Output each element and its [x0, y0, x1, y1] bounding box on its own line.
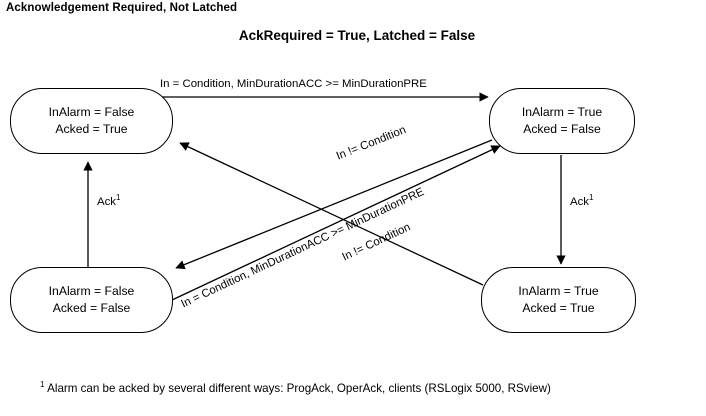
transition-label-left-ack: Ack1: [97, 193, 120, 208]
state-line-2: Acked = True: [522, 301, 595, 315]
footnote-marker: 1: [40, 380, 45, 389]
transition-label-right-ack: Ack1: [570, 193, 593, 208]
ack-text: Ack: [570, 195, 589, 208]
state-line-1: InAlarm = True: [518, 283, 599, 298]
state-line-2: Acked = False: [52, 301, 131, 315]
state-line-1: InAlarm = True: [521, 104, 603, 119]
node-label-group: InAlarm = True Acked = False: [489, 88, 635, 154]
node-body: [481, 267, 636, 333]
diagram-title: AckRequired = True, Latched = False: [0, 28, 706, 43]
arrow-diagonal-in-condition: [171, 145, 501, 301]
node-label-group: InAlarm = False Acked = False: [10, 267, 173, 333]
state-line-2: Acked = True: [55, 122, 128, 136]
state-node-no-alarm-unacked[interactable]: InAlarm = False Acked = False: [10, 267, 178, 338]
footnote-text: Alarm can be acked by several different …: [44, 381, 551, 395]
state-node-alarm-unacked[interactable]: InAlarm = True Acked = False: [489, 88, 640, 159]
ack-footnote-marker: 1: [589, 193, 594, 202]
node-body: [10, 88, 173, 154]
ack-footnote-marker: 1: [116, 193, 121, 202]
transition-label-top-in-condition: In = Condition, MinDurationACC >= MinDur…: [160, 78, 427, 90]
header-title: Acknowledgement Required, Not Latched: [6, 2, 238, 14]
ack-text: Ack: [97, 195, 116, 208]
state-line-1: InAlarm = False: [48, 283, 135, 298]
state-line-1: InAlarm = False: [48, 104, 135, 119]
node-label-group: InAlarm = False Acked = True: [10, 88, 173, 154]
diagram-title-text: AckRequired = True, Latched = False: [238, 28, 476, 43]
state-node-no-alarm-acked[interactable]: InAlarm = False Acked = True: [10, 88, 178, 159]
node-body: [10, 267, 173, 333]
state-line-2: Acked = False: [523, 122, 601, 136]
node-body: [489, 88, 635, 154]
footnote: 1 Alarm can be acked by several differen…: [40, 380, 551, 395]
state-node-alarm-acked[interactable]: InAlarm = True Acked = True: [481, 267, 641, 338]
node-label-group: InAlarm = True Acked = True: [481, 267, 636, 333]
arrow-lower-diagonal-not-condition: [179, 142, 484, 286]
arrow-upper-diagonal-not-condition: [175, 139, 493, 270]
